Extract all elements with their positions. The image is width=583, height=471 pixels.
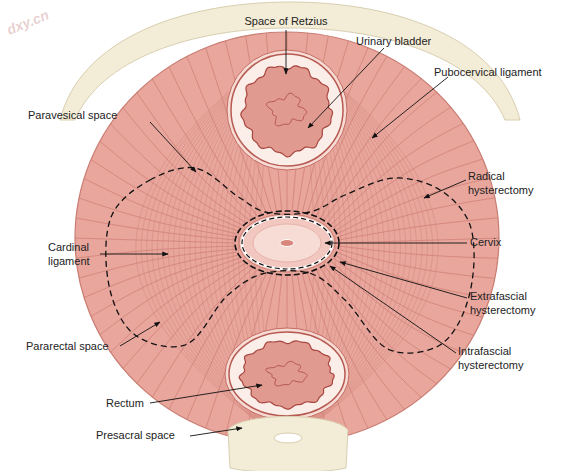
organ-wall [231,54,343,166]
callout-label: Paravesical space [28,108,138,122]
fibre-line [335,158,485,231]
intrafascial-line [242,217,332,269]
leader-line [325,243,467,244]
leader-line [150,122,196,172]
sacrum [228,417,348,471]
fibre-line [330,122,465,225]
fibre-line [337,252,492,298]
callout-label: Presacral space [96,428,206,442]
callout-label: Pubocervical ligament [434,65,579,79]
cervix-body [239,214,335,272]
sacral-canal [274,433,302,443]
radical-margin [106,168,474,354]
fibre-line [73,238,235,243]
watermark: dxy.cn [4,0,85,39]
intrafascial-dash [242,217,332,269]
cervical-os [280,240,294,247]
organ-fold [266,361,308,386]
callout-label: Radical hysterectomy [468,169,548,198]
organ-wall [229,332,345,416]
callout-label: Cardinal ligament [48,240,108,269]
leader-line [424,180,466,198]
leader-line [286,30,287,74]
callout-label: Urinary bladder [356,34,466,48]
leader-line [120,322,160,346]
leader-line [372,77,448,138]
callout-label: Pararectal space [26,339,126,353]
cervix-inner [253,224,321,262]
rectum [225,328,349,420]
leader-lines [100,30,467,436]
urinary-bladder [227,50,347,170]
organ-mucosa [239,341,334,409]
fibre-line [89,158,239,231]
callout-label: Rectum [106,396,166,410]
leader-line [330,266,456,353]
cervix [235,211,339,275]
extrafascial-dash [235,211,339,275]
fibre-line [335,255,485,318]
organ-adventitia [227,50,347,170]
callout-label: Intrafascial hysterectomy [458,344,553,373]
callout-label: Extrafascial hysterectomy [470,289,565,318]
pelvic-floor [75,32,499,444]
callout-label: Space of Retzius [225,14,347,28]
leader-line [100,254,168,255]
leader-line [150,385,262,403]
organ-fold [266,93,306,126]
leader-line [308,48,384,128]
organ-adventitia [225,328,349,420]
callout-label: Cervix [470,235,530,249]
organ-mucosa [241,66,333,157]
leader-line [190,428,242,436]
leader-line [340,262,467,298]
ligament-fibres [73,30,501,446]
fibre-line [109,122,244,225]
